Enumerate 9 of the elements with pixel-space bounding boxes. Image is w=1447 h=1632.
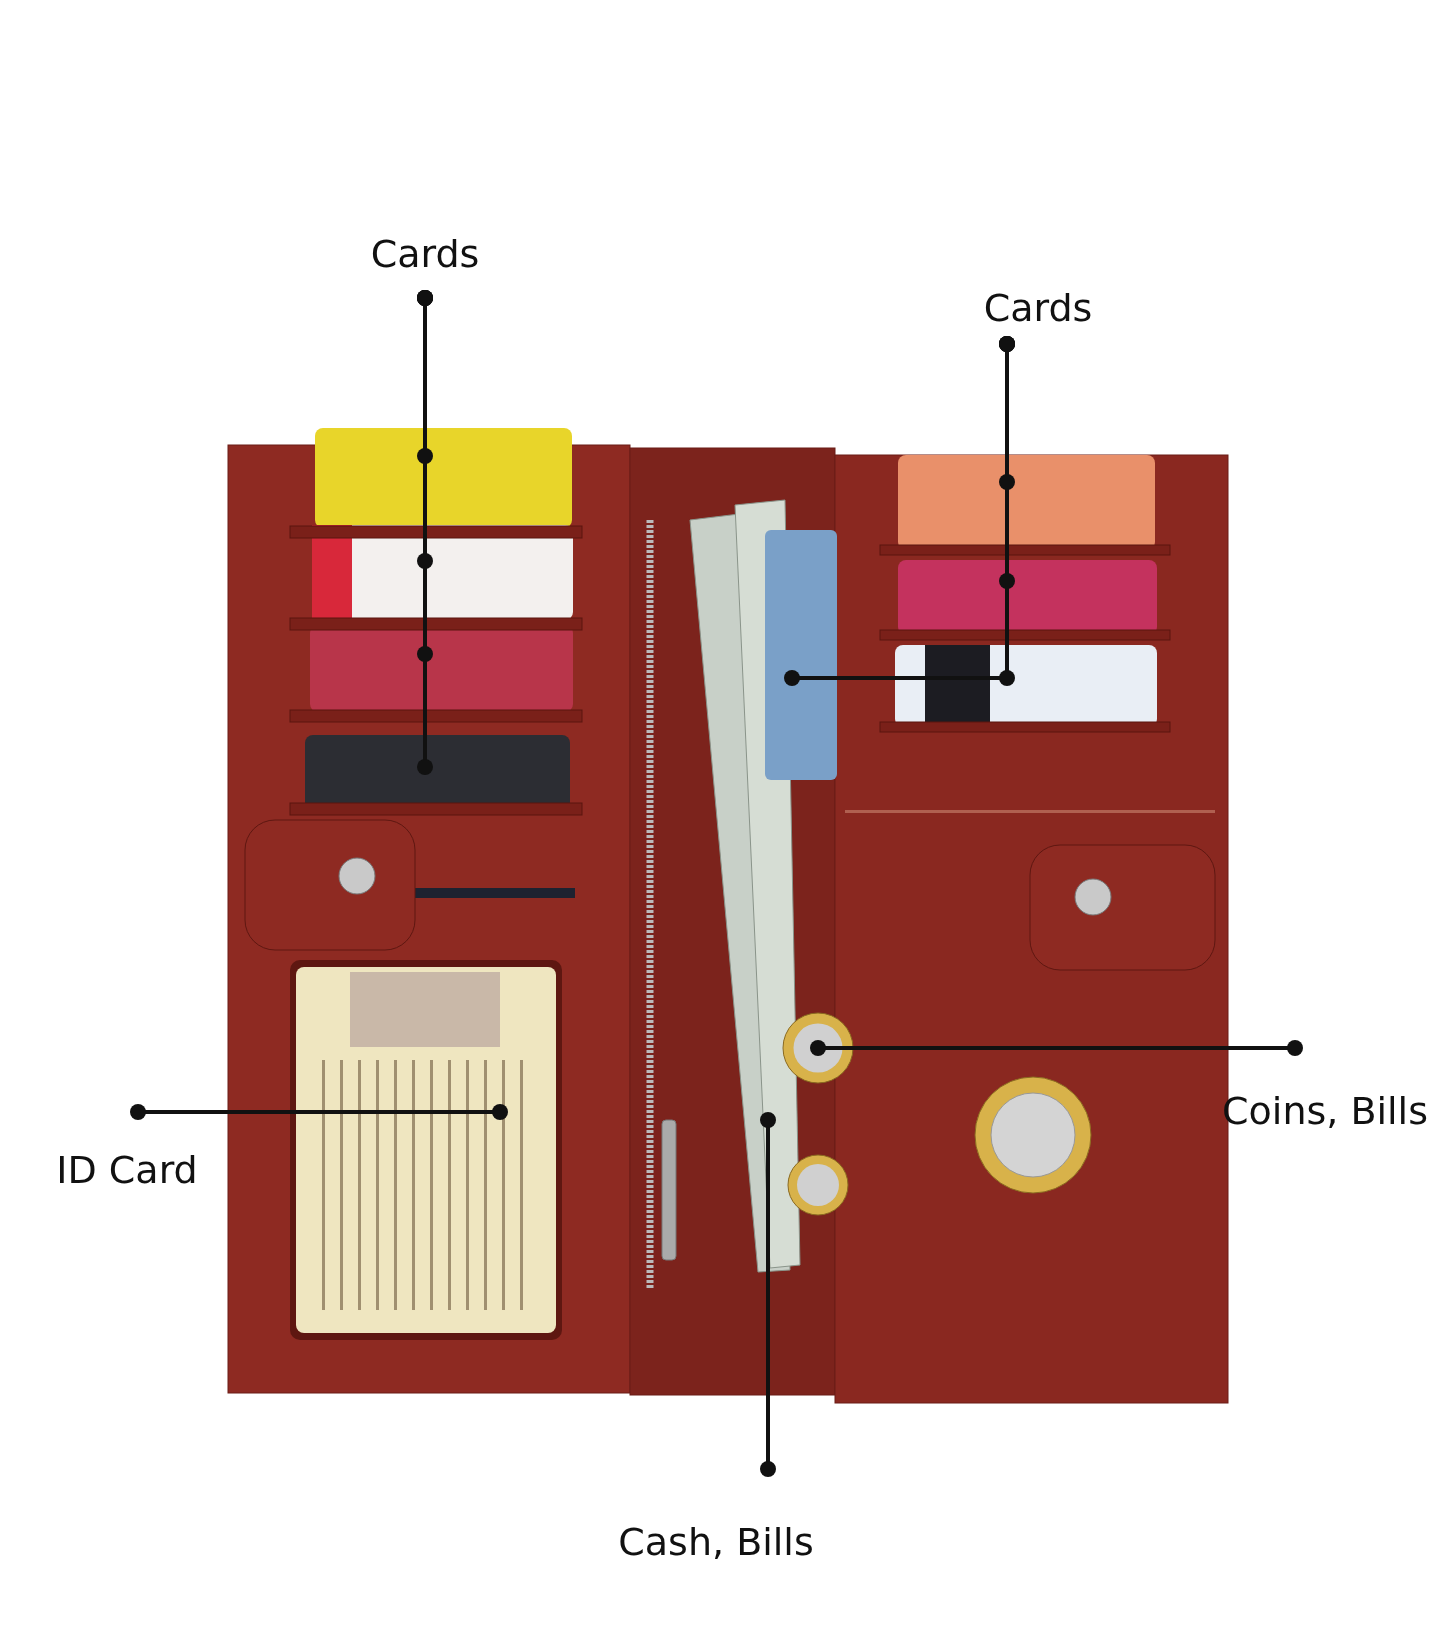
leader-line: [784, 336, 1015, 686]
leader-line: [130, 1104, 508, 1120]
callout-label: Cards: [983, 286, 1093, 332]
leader-line: [810, 1040, 1303, 1056]
leader-line: [760, 1112, 776, 1477]
callout-label: ID Card: [56, 1148, 198, 1194]
leader-line: [417, 290, 433, 775]
callout-label: Cash, Bills: [618, 1520, 814, 1566]
callout-label: Cards: [370, 232, 480, 278]
